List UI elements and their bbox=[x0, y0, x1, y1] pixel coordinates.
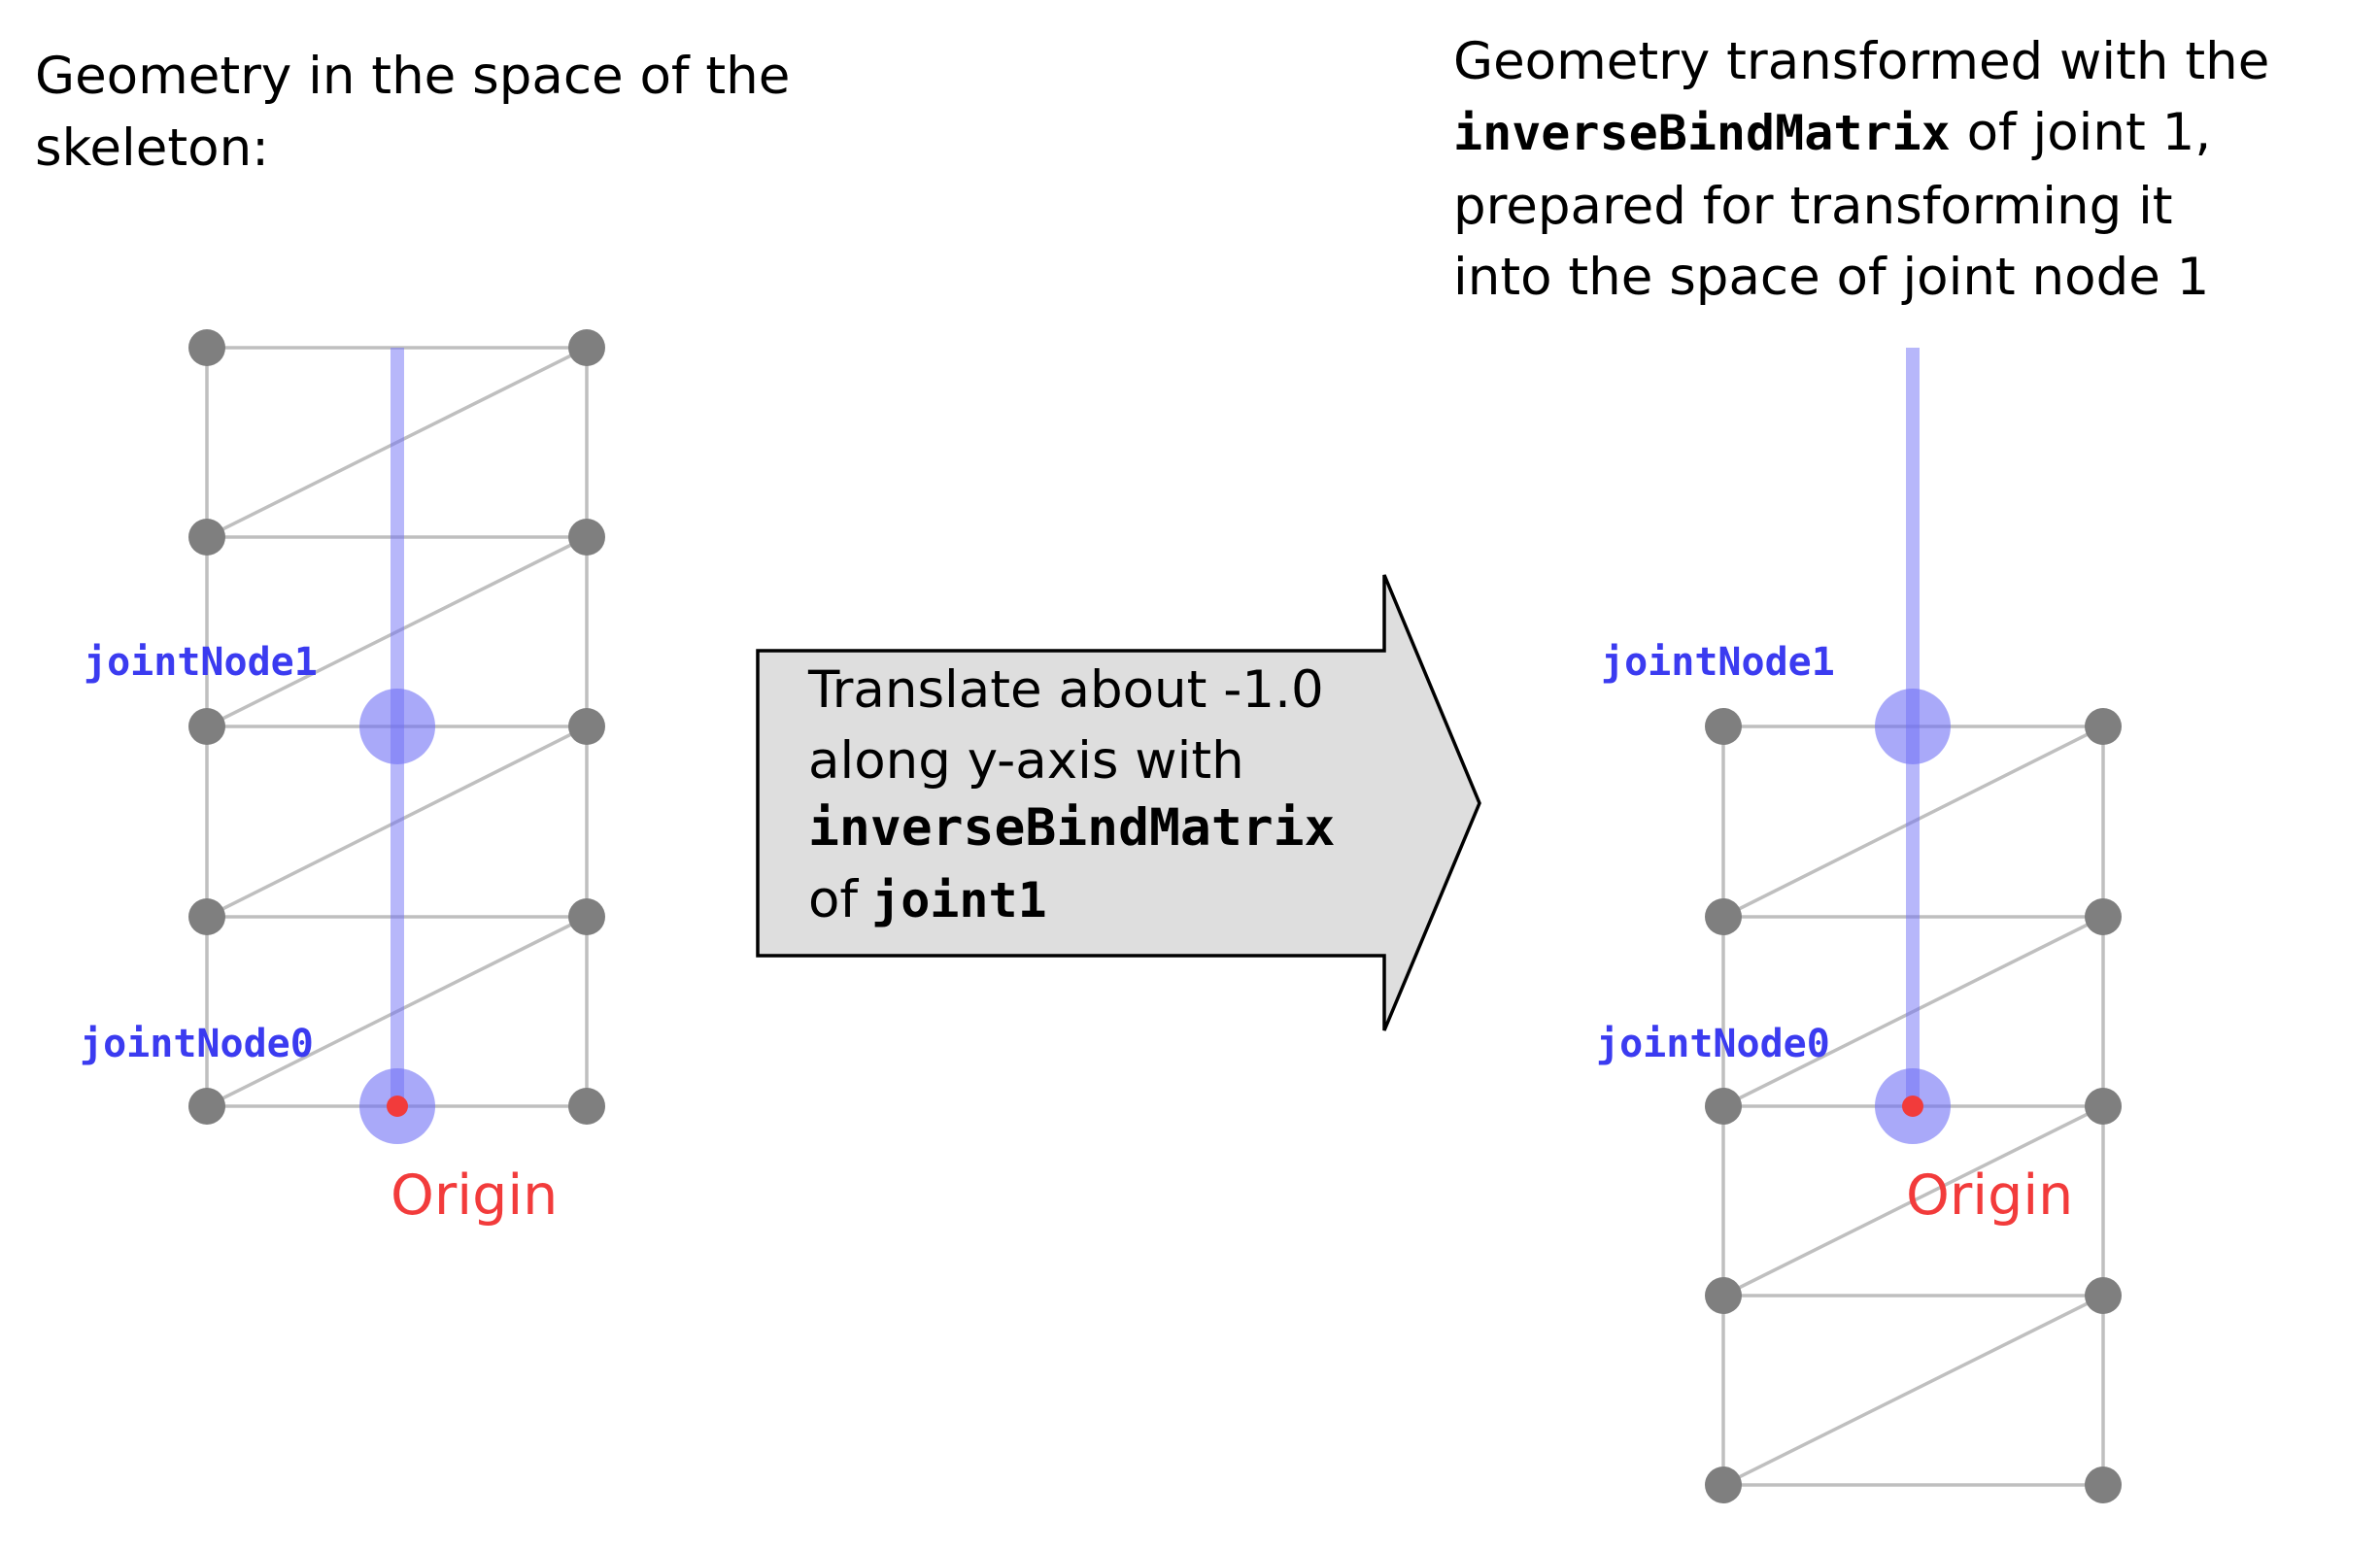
right-joint-label-0: jointNode0 bbox=[1596, 1022, 1830, 1066]
mesh-vertex bbox=[568, 708, 605, 745]
arrow-text-joint1: joint1 bbox=[871, 872, 1047, 928]
left-caption-line-2: skeleton: bbox=[35, 118, 269, 178]
mesh-vertex bbox=[188, 1088, 225, 1125]
right-joint-node-1 bbox=[1875, 689, 1951, 764]
mesh-vertex bbox=[2085, 1277, 2122, 1314]
arrow-text-of: of bbox=[808, 870, 859, 929]
mesh-vertex bbox=[568, 329, 605, 366]
mesh-vertex bbox=[188, 329, 225, 366]
left-caption-line-1: Geometry in the space of the bbox=[35, 47, 790, 106]
mesh-vertex bbox=[568, 519, 605, 556]
mesh-vertex bbox=[568, 1088, 605, 1125]
left-origin-dot bbox=[387, 1096, 408, 1117]
mesh-edge bbox=[1722, 1104, 2104, 1298]
mesh-vertex bbox=[188, 898, 225, 935]
mesh-vertex bbox=[188, 519, 225, 556]
mesh-vertex bbox=[1705, 1467, 1742, 1503]
mesh-vertex bbox=[1705, 1088, 1742, 1125]
arrow-text-line-3: inverseBindMatrix bbox=[808, 798, 1335, 858]
mesh-vertex bbox=[2085, 1088, 2122, 1125]
mesh-vertex bbox=[1705, 1277, 1742, 1314]
right-caption-line-4: into the space of joint node 1 bbox=[1453, 248, 2209, 307]
left-joint-label-0: jointNode0 bbox=[80, 1022, 314, 1066]
mesh-vertex bbox=[2085, 708, 2122, 745]
right-caption-line-3: prepared for transforming it bbox=[1453, 177, 2173, 236]
mesh-vertex bbox=[568, 898, 605, 935]
right-caption-line-2: inverseBindMatrix of joint 1, bbox=[1453, 103, 2211, 162]
mesh-vertex bbox=[2085, 1467, 2122, 1503]
arrow-shape bbox=[756, 574, 1481, 1031]
right-caption-of-joint-1: of joint 1, bbox=[1951, 103, 2211, 162]
right-joint-label-1: jointNode1 bbox=[1601, 640, 1835, 685]
right-vertices bbox=[1705, 708, 2122, 1503]
left-vertices bbox=[188, 329, 605, 1125]
left-joint-label-1: jointNode1 bbox=[84, 640, 318, 685]
right-origin-label: Origin bbox=[1906, 1163, 2073, 1228]
mesh-vertex bbox=[188, 708, 225, 745]
mesh-edge bbox=[1722, 1294, 2104, 1487]
transform-arrow: Translate about -1.0 along y-axis with i… bbox=[756, 574, 1481, 1031]
mesh-vertex bbox=[1705, 898, 1742, 935]
left-origin-label: Origin bbox=[391, 1163, 558, 1228]
mesh-vertex bbox=[2085, 898, 2122, 935]
right-caption-inverse-bind-matrix: inverseBindMatrix bbox=[1453, 105, 1951, 161]
arrow-text-line-1: Translate about -1.0 bbox=[807, 660, 1324, 720]
left-caption: Geometry in the space of the skeleton: bbox=[35, 47, 790, 178]
right-origin-dot bbox=[1902, 1096, 1923, 1117]
right-caption: Geometry transformed with the inverseBin… bbox=[1453, 32, 2269, 307]
mesh-vertex bbox=[1705, 708, 1742, 745]
arrow-text-line-2: along y-axis with bbox=[808, 731, 1244, 791]
right-caption-line-1: Geometry transformed with the bbox=[1453, 32, 2269, 91]
left-joint-node-1 bbox=[359, 689, 435, 764]
